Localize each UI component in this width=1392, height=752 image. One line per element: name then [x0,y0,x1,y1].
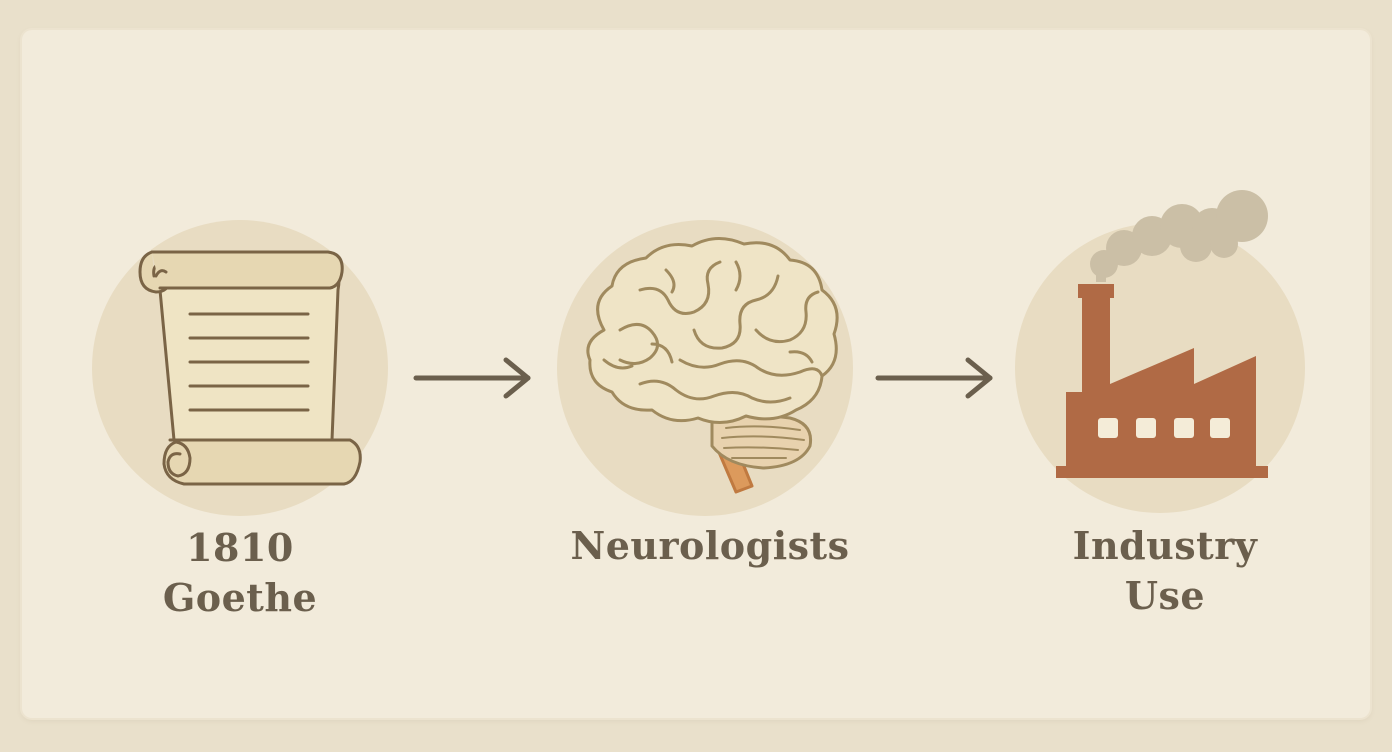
stage-label-neurologists: Neurologists [520,521,900,571]
stage-label-line: Goethe [162,575,318,620]
stage-label-industry: Industry Use [1020,521,1310,621]
stage-label-goethe: 1810 Goethe [110,523,370,623]
factory-icon [1056,190,1268,478]
stage-label-line: Industry [1072,523,1258,568]
smoke-cloud [1090,190,1268,282]
arrow-right-icon [413,357,531,399]
arrow-right-icon [875,357,993,399]
stage-label-line: Neurologists [570,523,850,568]
stage-label-line: 1810 [186,525,294,570]
scroll-icon [138,250,362,486]
stage-label-line: Use [1124,573,1206,618]
brain-icon [586,237,839,494]
